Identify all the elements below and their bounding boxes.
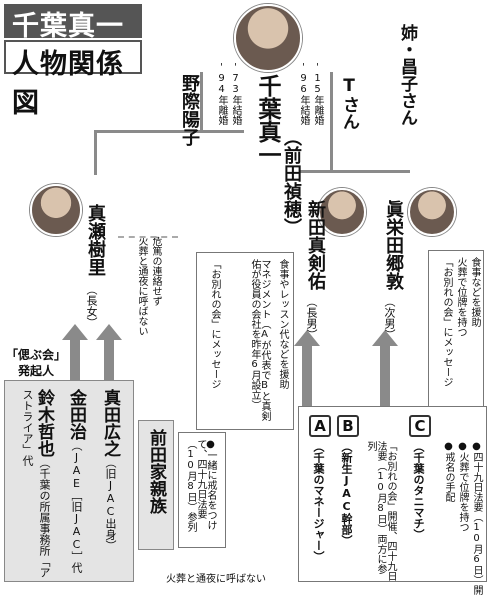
line <box>380 346 390 406</box>
arata-name: 新田真剣佑 <box>305 200 326 290</box>
maeda-note-box: ●一緒に戒名をつけて、四十九日法要（10月8日）参列 <box>178 432 226 548</box>
line <box>300 170 410 173</box>
up-arrow <box>62 324 88 340</box>
arata-note-1: 食事やレッスン代などを援助 <box>277 259 288 389</box>
mase-photo <box>30 184 82 236</box>
staff-c-name: （千葉のタニマチ） <box>412 441 425 540</box>
tsan-name: Tさん <box>339 76 359 130</box>
goya-note-2: 火葬で位牌を持つ <box>455 257 466 337</box>
up-arrow <box>294 330 320 346</box>
staff-note-3: ●火葬で位牌を持つ <box>457 441 468 532</box>
staff-b-name: （新生JAC幹部） <box>340 441 353 546</box>
arata-note-2: マネジメント（Aが代表でBと真剣佑が役員の会社を昨年6月設立） <box>249 259 270 421</box>
staff-note-2: ●四十九日法要（10月6日）開 <box>471 441 482 595</box>
chiba-real-name: （前田禎穂） <box>281 128 302 236</box>
line <box>94 130 244 133</box>
nogiwa-divorce: '94年離婚 <box>216 62 227 125</box>
line <box>94 130 97 175</box>
line <box>330 130 333 172</box>
goya-rel: （次男） <box>383 296 396 340</box>
goya-photo <box>408 188 456 236</box>
nogiwa-marriage: '73年結婚 <box>230 62 241 125</box>
line <box>70 340 80 380</box>
line <box>104 340 114 380</box>
mase-name: 真瀬樹里 <box>85 204 106 276</box>
staff-note-1: 「お別れの会」開催、四十九日法要（10月8日）両方に参列 <box>365 441 396 581</box>
maeda-box: 前田家親族 <box>138 420 174 550</box>
tsan-marriage: '96年結婚 <box>298 62 309 125</box>
line <box>200 72 203 132</box>
staff-box: A （千葉のマネージャー） B （新生JAC幹部） 「お別れの会」開催、四十九日… <box>298 406 487 595</box>
chiba-photo <box>234 4 302 72</box>
line <box>302 346 312 406</box>
badge-a: A <box>309 415 331 437</box>
shinobukai-label: 「偲ぶ会」 <box>6 348 67 362</box>
dashed-arrow <box>118 236 178 240</box>
bottom-note: 火葬と通夜に呼ばない <box>166 574 266 585</box>
title-line1: 千葉真一 <box>4 4 142 42</box>
shinobukai-sub: 発起人 <box>18 364 55 378</box>
nogiwa-name: 野際陽子 <box>179 74 200 146</box>
promoter-3: 鈴木哲也（千葉の所属事務所「アストライア」代 <box>21 389 54 578</box>
arata-note-3: 「お別れの会」にメッセージ <box>209 259 220 389</box>
up-arrow <box>96 324 122 340</box>
arata-notes-box: 食事やレッスン代などを援助 マネジメント（Aが代表でBと真剣佑が役員の会社を昨年… <box>196 252 294 430</box>
promoter-2: 金田治（JAE［旧JAC］代 <box>66 389 86 573</box>
goya-name: 眞栄田郷敦 <box>383 200 404 290</box>
staff-a-name: （千葉のマネージャー） <box>312 441 325 562</box>
arata-rel: （長男） <box>305 296 318 340</box>
title-block: 千葉真一 人物関係図 <box>4 4 142 119</box>
title-line2: 人物関係図 <box>4 40 142 119</box>
mase-note: 危篤の連絡せず 火葬と通夜に呼ばない <box>136 236 161 336</box>
maeda-name: 前田家親族 <box>146 429 166 514</box>
staff-note-4: ●戒名の手配 <box>443 441 454 502</box>
badge-b: B <box>337 415 359 437</box>
goya-note-3: 「お別れの会」にメッセージ <box>441 257 452 387</box>
goya-note-1: 食事などを援助 <box>469 257 480 327</box>
line <box>330 72 333 132</box>
promoter-1: 真田広之（旧JAC出身） <box>100 389 120 551</box>
tsan-divorce: '15年離婚 <box>312 62 323 125</box>
goya-notes-box: 食事などを援助 火葬で位牌を持つ 「お別れの会」にメッセージ <box>428 250 484 410</box>
chiba-name: 千葉真一 <box>254 74 280 166</box>
sister-label: 姉・昌子さん <box>397 24 417 126</box>
mase-rel: （長女） <box>85 284 98 328</box>
badge-c: C <box>409 415 431 437</box>
maeda-note: ●一緒に戒名をつけて、四十九日法要（10月8日）参列 <box>185 439 216 532</box>
arata-photo <box>318 188 366 236</box>
up-arrow <box>372 330 398 346</box>
promoters-box: 真田広之（旧JAC出身） 金田治（JAE［旧JAC］代 鈴木哲也（千葉の所属事務… <box>4 380 134 582</box>
